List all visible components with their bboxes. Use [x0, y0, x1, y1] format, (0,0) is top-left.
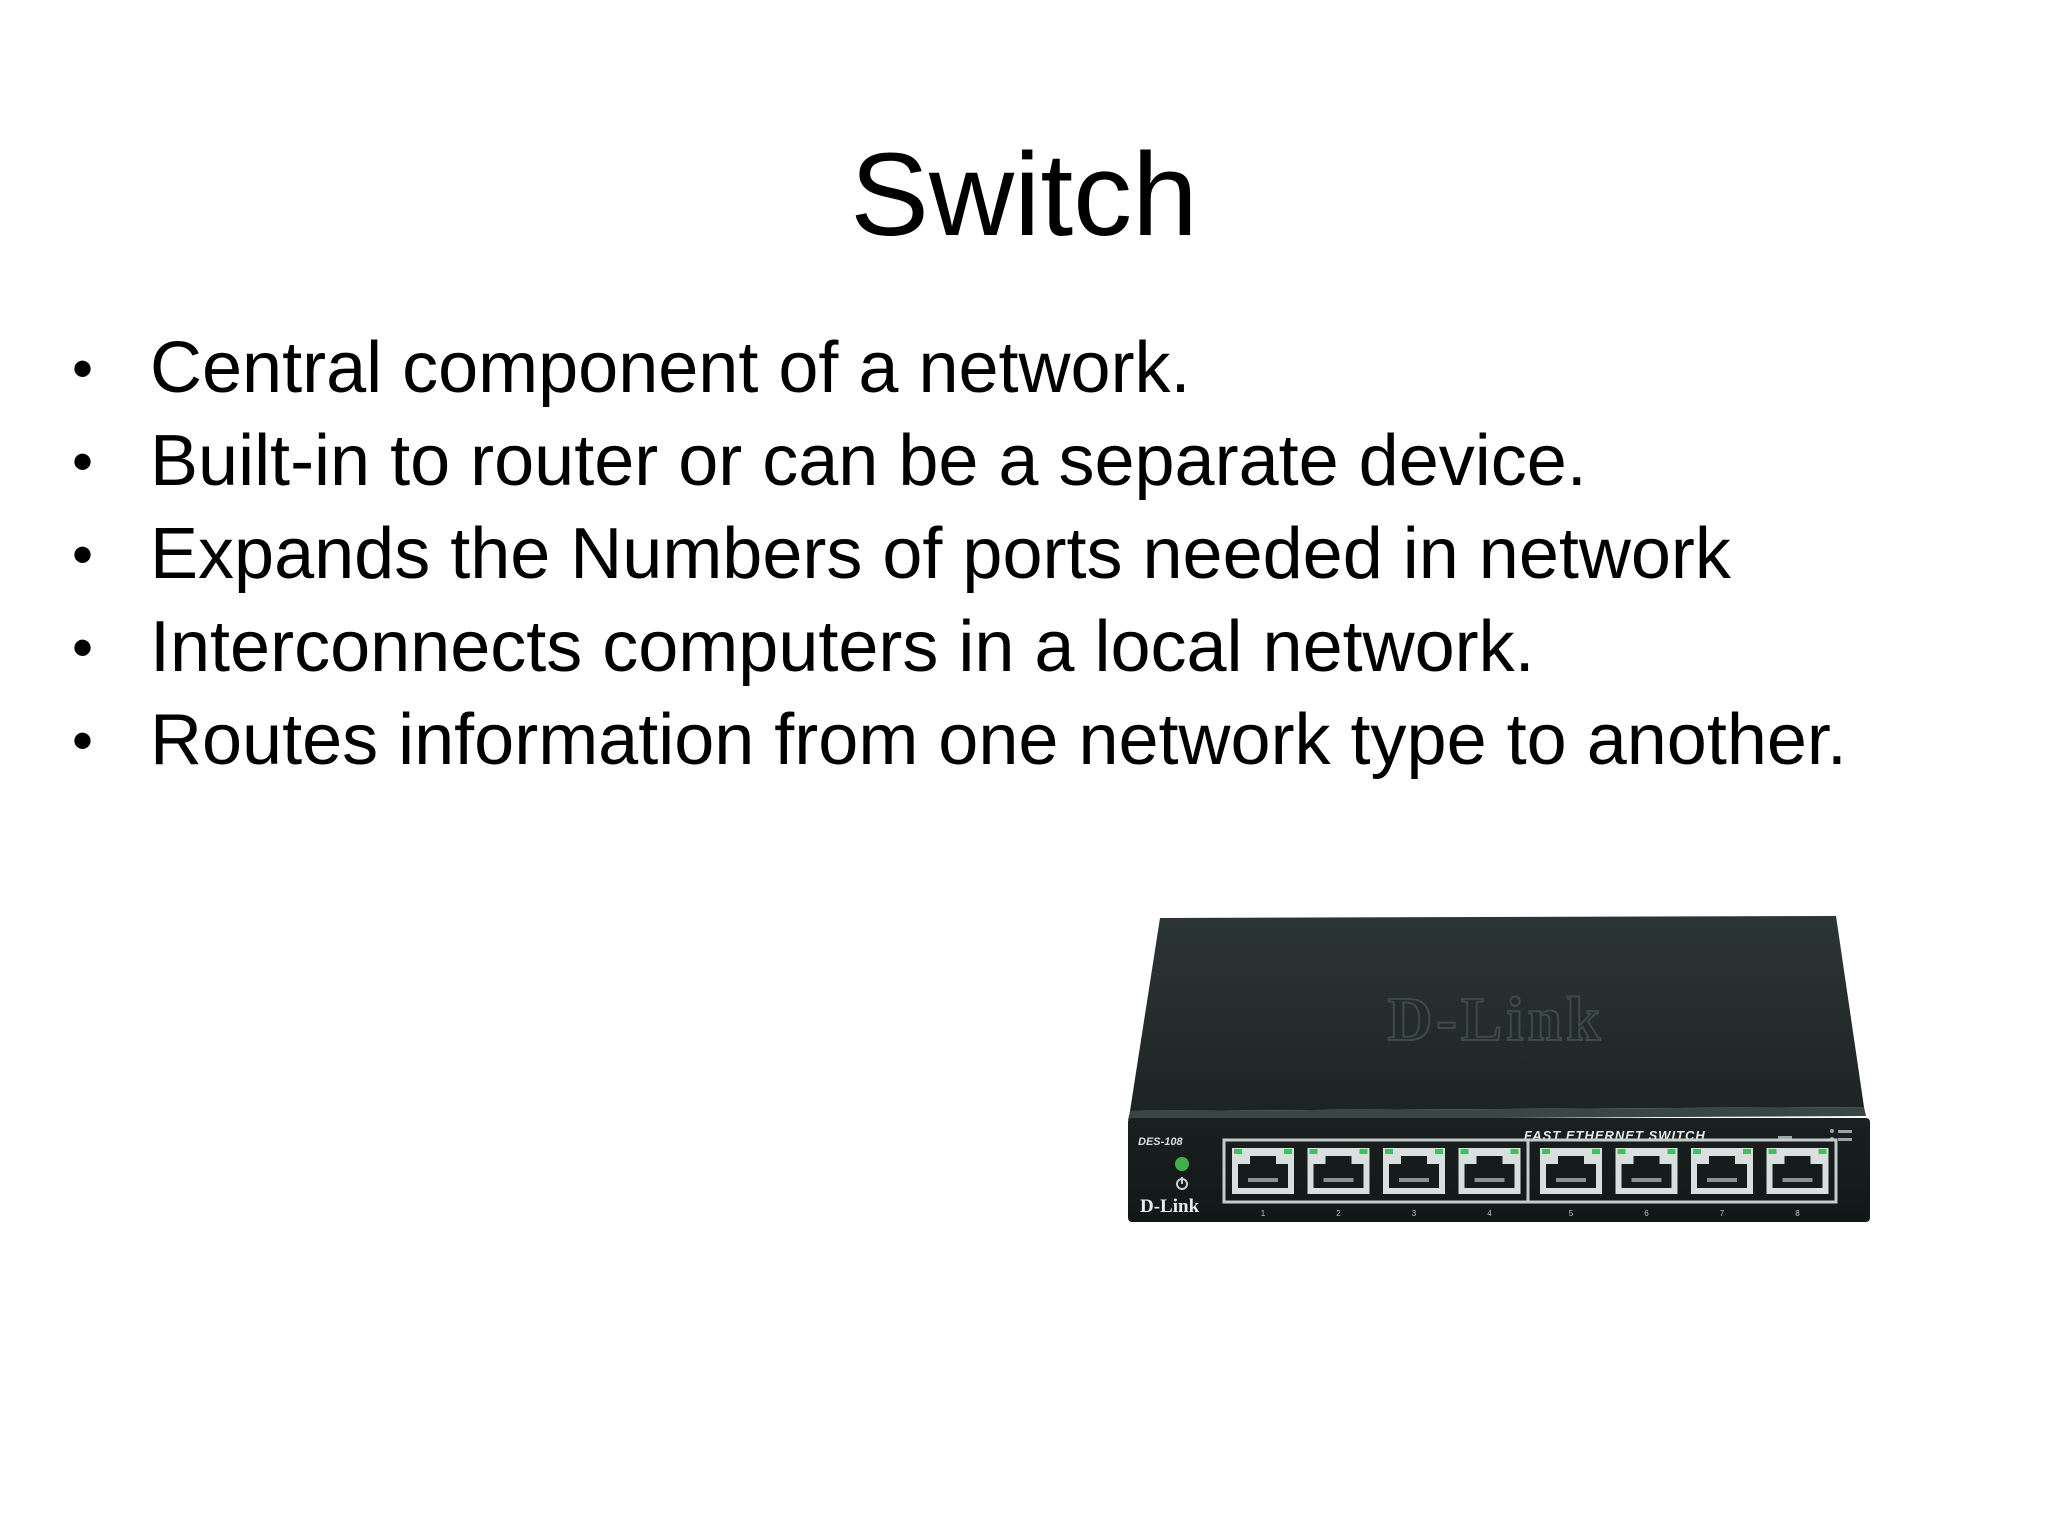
bullet-text: Central component of a network. [150, 328, 1191, 408]
ethernet-port [1615, 1148, 1678, 1194]
ethernet-port [1691, 1148, 1753, 1194]
port-number: 5 [1569, 1209, 1574, 1218]
bullet-text: Routes information from one network type… [150, 700, 1847, 780]
bullet-text: Expands the Numbers of ports needed in n… [150, 514, 1731, 594]
port-number: 7 [1720, 1209, 1725, 1218]
bullet-dot: • [72, 707, 94, 774]
ethernet-port [1383, 1148, 1445, 1194]
bullet-text: Built-in to router or can be a separate … [150, 421, 1587, 501]
ethernet-port [1458, 1148, 1521, 1194]
port-number: 6 [1644, 1209, 1649, 1218]
switch-model-label: DES-108 [1138, 1136, 1184, 1148]
port-group-frame [1526, 1138, 1838, 1204]
bullet-dot: • [72, 335, 94, 402]
bullet-text: Interconnects computers in a local netwo… [150, 607, 1535, 687]
switch-front-logo: D-Link [1140, 1196, 1200, 1217]
ethernet-port [1540, 1148, 1602, 1194]
ethernet-ports [1232, 1148, 1829, 1194]
port-number: 2 [1336, 1209, 1341, 1218]
port-number-labels: 1 2 3 4 5 6 7 8 [1261, 1209, 1801, 1218]
bullet-dot: • [72, 614, 94, 681]
ethernet-port [1232, 1148, 1294, 1194]
ethernet-port [1766, 1148, 1829, 1194]
port-number: 3 [1412, 1209, 1417, 1218]
ethernet-port [1307, 1148, 1370, 1194]
network-switch-image: D-Link DES-108 FAST ETHERNET SWITCH D-Li… [1128, 916, 1870, 1222]
bullet-dot: • [72, 428, 94, 495]
slide-title: Switch [850, 129, 1198, 261]
switch-top-surface [1130, 916, 1864, 1111]
switch-front-lip [1128, 1107, 1866, 1120]
port-number: 1 [1261, 1209, 1266, 1218]
bullet-dot: • [72, 521, 94, 588]
port-number: 8 [1795, 1209, 1800, 1218]
switch-top-logo: D-Link [1388, 986, 1605, 1054]
port-number: 4 [1487, 1209, 1492, 1218]
power-led [1175, 1157, 1189, 1171]
